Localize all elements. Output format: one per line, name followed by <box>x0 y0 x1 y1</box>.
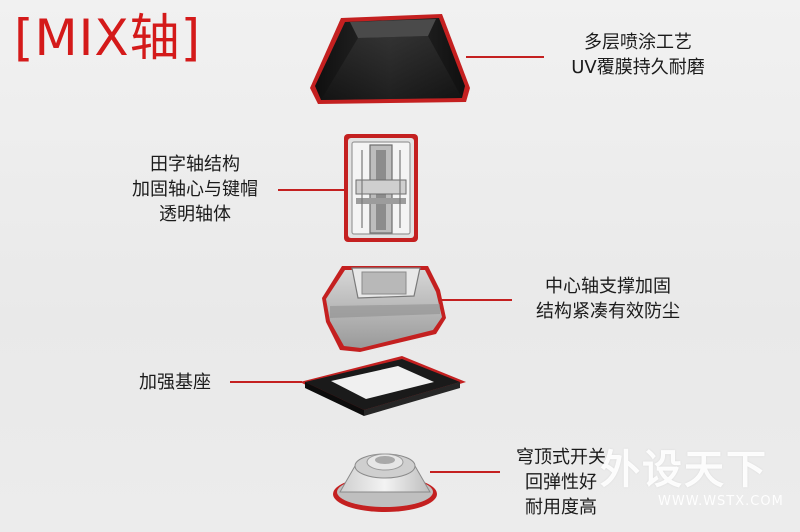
base-part <box>300 356 466 416</box>
leader-lines <box>230 56 544 473</box>
keycap-callout: 多层喷涂工艺 UV覆膜持久耐磨 <box>548 30 728 80</box>
keycap-part <box>310 14 470 104</box>
housing-callout-line: 中心轴支撑加固 <box>545 276 671 297</box>
base-callout: 加强基座 <box>120 370 230 395</box>
stem-part <box>344 134 418 242</box>
diagram-title: [MIX轴] <box>14 9 202 67</box>
dome-callout-line: 穹顶式开关 <box>516 447 606 468</box>
dome-callout-line: 耐用度高 <box>525 497 597 518</box>
keycap-callout-line: 多层喷涂工艺 <box>584 32 692 53</box>
stem-callout-line: 加固轴心与键帽 <box>132 179 258 200</box>
housing-callout: 中心轴支撑加固 结构紧凑有效防尘 <box>518 274 698 324</box>
base-callout-line: 加强基座 <box>139 372 211 393</box>
keycap-callout-line: UV覆膜持久耐磨 <box>571 57 705 78</box>
housing-callout-line: 结构紧凑有效防尘 <box>536 301 680 322</box>
stem-callout: 田字轴结构 加固轴心与键帽 透明轴体 <box>110 152 280 227</box>
stem-callout-line: 田字轴结构 <box>150 154 240 175</box>
housing-part <box>322 266 446 352</box>
dome-callout: 穹顶式开关 回弹性好 耐用度高 <box>496 445 626 520</box>
dome-part <box>333 453 437 512</box>
watermark-logo: 外设天下 <box>600 447 768 493</box>
dome-callout-line: 回弹性好 <box>525 472 597 493</box>
stem-callout-line: 透明轴体 <box>159 204 231 225</box>
watermark-url: WWW.WSTX.COM <box>658 494 784 509</box>
